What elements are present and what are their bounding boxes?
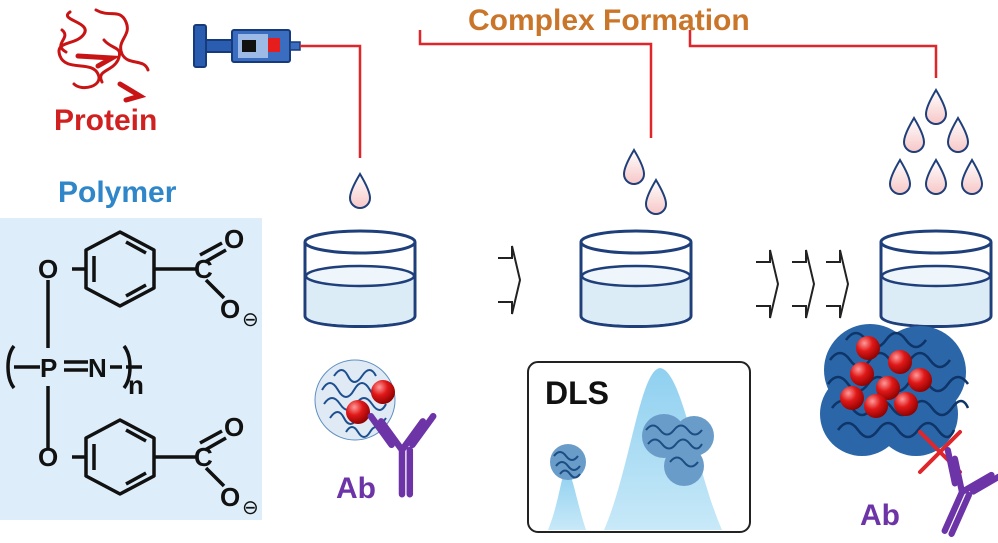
atom-o: O	[220, 294, 240, 324]
drops-stage-2	[623, 149, 667, 215]
polymer-structure	[6, 230, 227, 496]
process-arrow	[497, 245, 521, 315]
protein-ribbon-icon	[57, 8, 150, 103]
protein-label: Protein	[54, 104, 158, 137]
dls-particle-small	[550, 444, 586, 480]
polymer-structure-atoms: O C O O P N O C O O n ⊖ ⊖	[38, 224, 259, 519]
antibody-icon-left	[371, 416, 433, 494]
atom-p: P	[40, 353, 57, 383]
process-arrow	[755, 249, 779, 319]
drops-stage-3	[889, 89, 983, 195]
atom-n: N	[88, 353, 107, 383]
beaker-stage-3	[879, 229, 993, 328]
atom-o: O	[38, 442, 58, 472]
charge-symbol: ⊖	[242, 497, 259, 519]
atom-o: O	[220, 482, 240, 512]
polymer-label: Polymer	[58, 176, 177, 209]
antibody-label-left: Ab	[336, 472, 376, 505]
protein-polymer-complex-large	[820, 324, 970, 456]
atom-o: O	[38, 254, 58, 284]
complex-formation-label: Complex Formation	[468, 4, 750, 37]
atom-c: C	[194, 442, 213, 472]
beaker-stage-1	[303, 229, 417, 328]
dls-panel	[527, 361, 751, 533]
dls-label: DLS	[545, 375, 609, 411]
atom-o: O	[224, 224, 244, 254]
charge-symbol: ⊖	[242, 309, 259, 331]
beaker-stage-2	[579, 229, 693, 328]
process-arrow	[825, 249, 849, 319]
syringe-icon	[193, 24, 301, 68]
atom-c: C	[194, 254, 213, 284]
drops-stage-1	[349, 173, 371, 209]
process-arrow	[791, 249, 815, 319]
antibody-label-right: Ab	[860, 499, 900, 532]
subscript-n: n	[128, 370, 144, 400]
complex-formation-connector	[300, 30, 938, 158]
dls-particle-large	[642, 414, 714, 486]
atom-o: O	[224, 412, 244, 442]
